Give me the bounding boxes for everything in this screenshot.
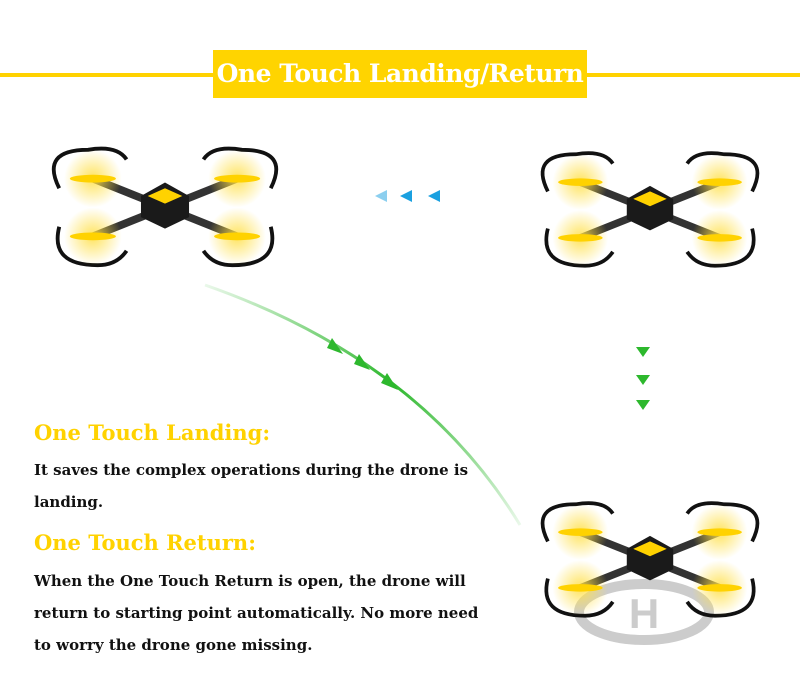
helipad-h-icon: H — [629, 590, 659, 637]
title-rule-left — [0, 73, 215, 77]
title-rule-right — [585, 73, 800, 77]
drone-landing-image — [54, 149, 277, 266]
green-vertical-arrow-heads — [636, 347, 650, 410]
drone-hover-image — [543, 153, 758, 266]
landing-description: It saves the complex operations during t… — [34, 461, 469, 511]
blue-arrow-heads — [375, 190, 440, 202]
green-curved-arrow-heads — [327, 338, 398, 390]
return-heading: One Touch Return: — [34, 530, 256, 555]
landing-heading: One Touch Landing: — [34, 420, 271, 445]
return-description: When the One Touch Return is open, the d… — [34, 572, 479, 654]
page-title: One Touch Landing/Return — [213, 50, 587, 98]
